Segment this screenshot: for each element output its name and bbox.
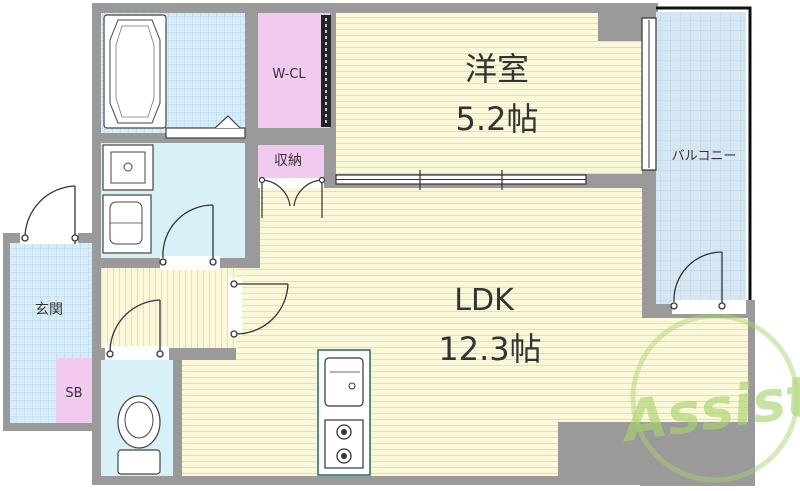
storage-doors — [258, 176, 326, 218]
shoebox — [56, 358, 92, 423]
storage-label: 収納 — [274, 153, 302, 169]
western-room-floor — [336, 13, 642, 174]
ldk-door — [228, 278, 289, 338]
ldk-name: LDK — [454, 283, 515, 318]
balcony-label: バルコニー — [672, 149, 737, 164]
walk-in-closet — [258, 13, 330, 128]
western-room-name: 洋室 — [465, 50, 529, 88]
balcony-floor — [656, 12, 746, 304]
kitchen-counter — [317, 349, 371, 476]
ldk-corner — [558, 422, 748, 476]
vanity-sink — [102, 194, 152, 254]
toilet — [117, 395, 161, 475]
sliding-door — [335, 170, 587, 190]
western-room-corner — [598, 13, 642, 41]
closet-rail — [321, 15, 331, 127]
storage-closet — [258, 145, 324, 178]
ldk-size: 12.3帖 — [438, 330, 541, 368]
shoebox-label: SB — [65, 386, 82, 401]
entrance-door — [20, 185, 79, 244]
bath-door — [165, 127, 246, 139]
balcony-door — [670, 251, 746, 314]
entrance-label: 玄関 — [35, 301, 63, 318]
washing-machine-pan — [102, 144, 154, 191]
western-room-size: 5.2帖 — [456, 100, 539, 138]
washroom-door — [159, 204, 220, 270]
toilet-door — [105, 299, 169, 360]
bathtub — [103, 14, 167, 129]
wcl-label: W-CL — [272, 67, 306, 82]
corridor-floor — [101, 268, 237, 348]
balcony-rail — [656, 6, 752, 300]
